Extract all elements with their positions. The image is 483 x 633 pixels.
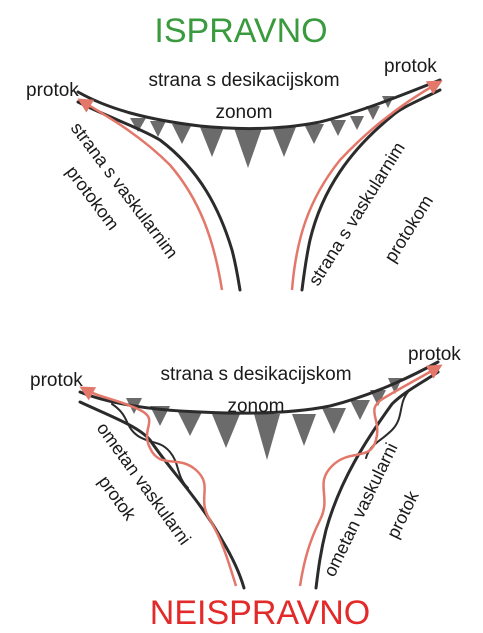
side-label-right-correct-line2: protokom: [380, 192, 437, 266]
desiccation-label-incorrect-line1: strana s desikacijskom: [160, 364, 351, 385]
title-incorrect: NEISPRAVNO: [150, 594, 370, 632]
side-label-right-correct-line1: strana s vaskularnim: [304, 139, 408, 290]
title-correct: ISPRAVNO: [154, 12, 327, 50]
desiccation-label-incorrect-line2: zonom: [227, 396, 284, 417]
desiccation-teeth-incorrect: [126, 378, 402, 460]
panel-correct: ISPRAVNO protok protok str: [26, 12, 453, 317]
flow-label-right-correct: protok: [384, 56, 437, 77]
panel-incorrect: protok protok strana s desikacijskom zon…: [30, 344, 461, 632]
desiccation-label-correct-line2: zonom: [215, 102, 272, 123]
flow-label-left-correct: protok: [26, 80, 79, 101]
side-label-right-incorrect-line2: protok: [383, 487, 423, 542]
flow-label-right-incorrect: protok: [408, 344, 461, 365]
flow-label-left-incorrect: protok: [30, 370, 83, 391]
desiccation-label-correct-line1: strana s desikacijskom: [148, 70, 339, 91]
